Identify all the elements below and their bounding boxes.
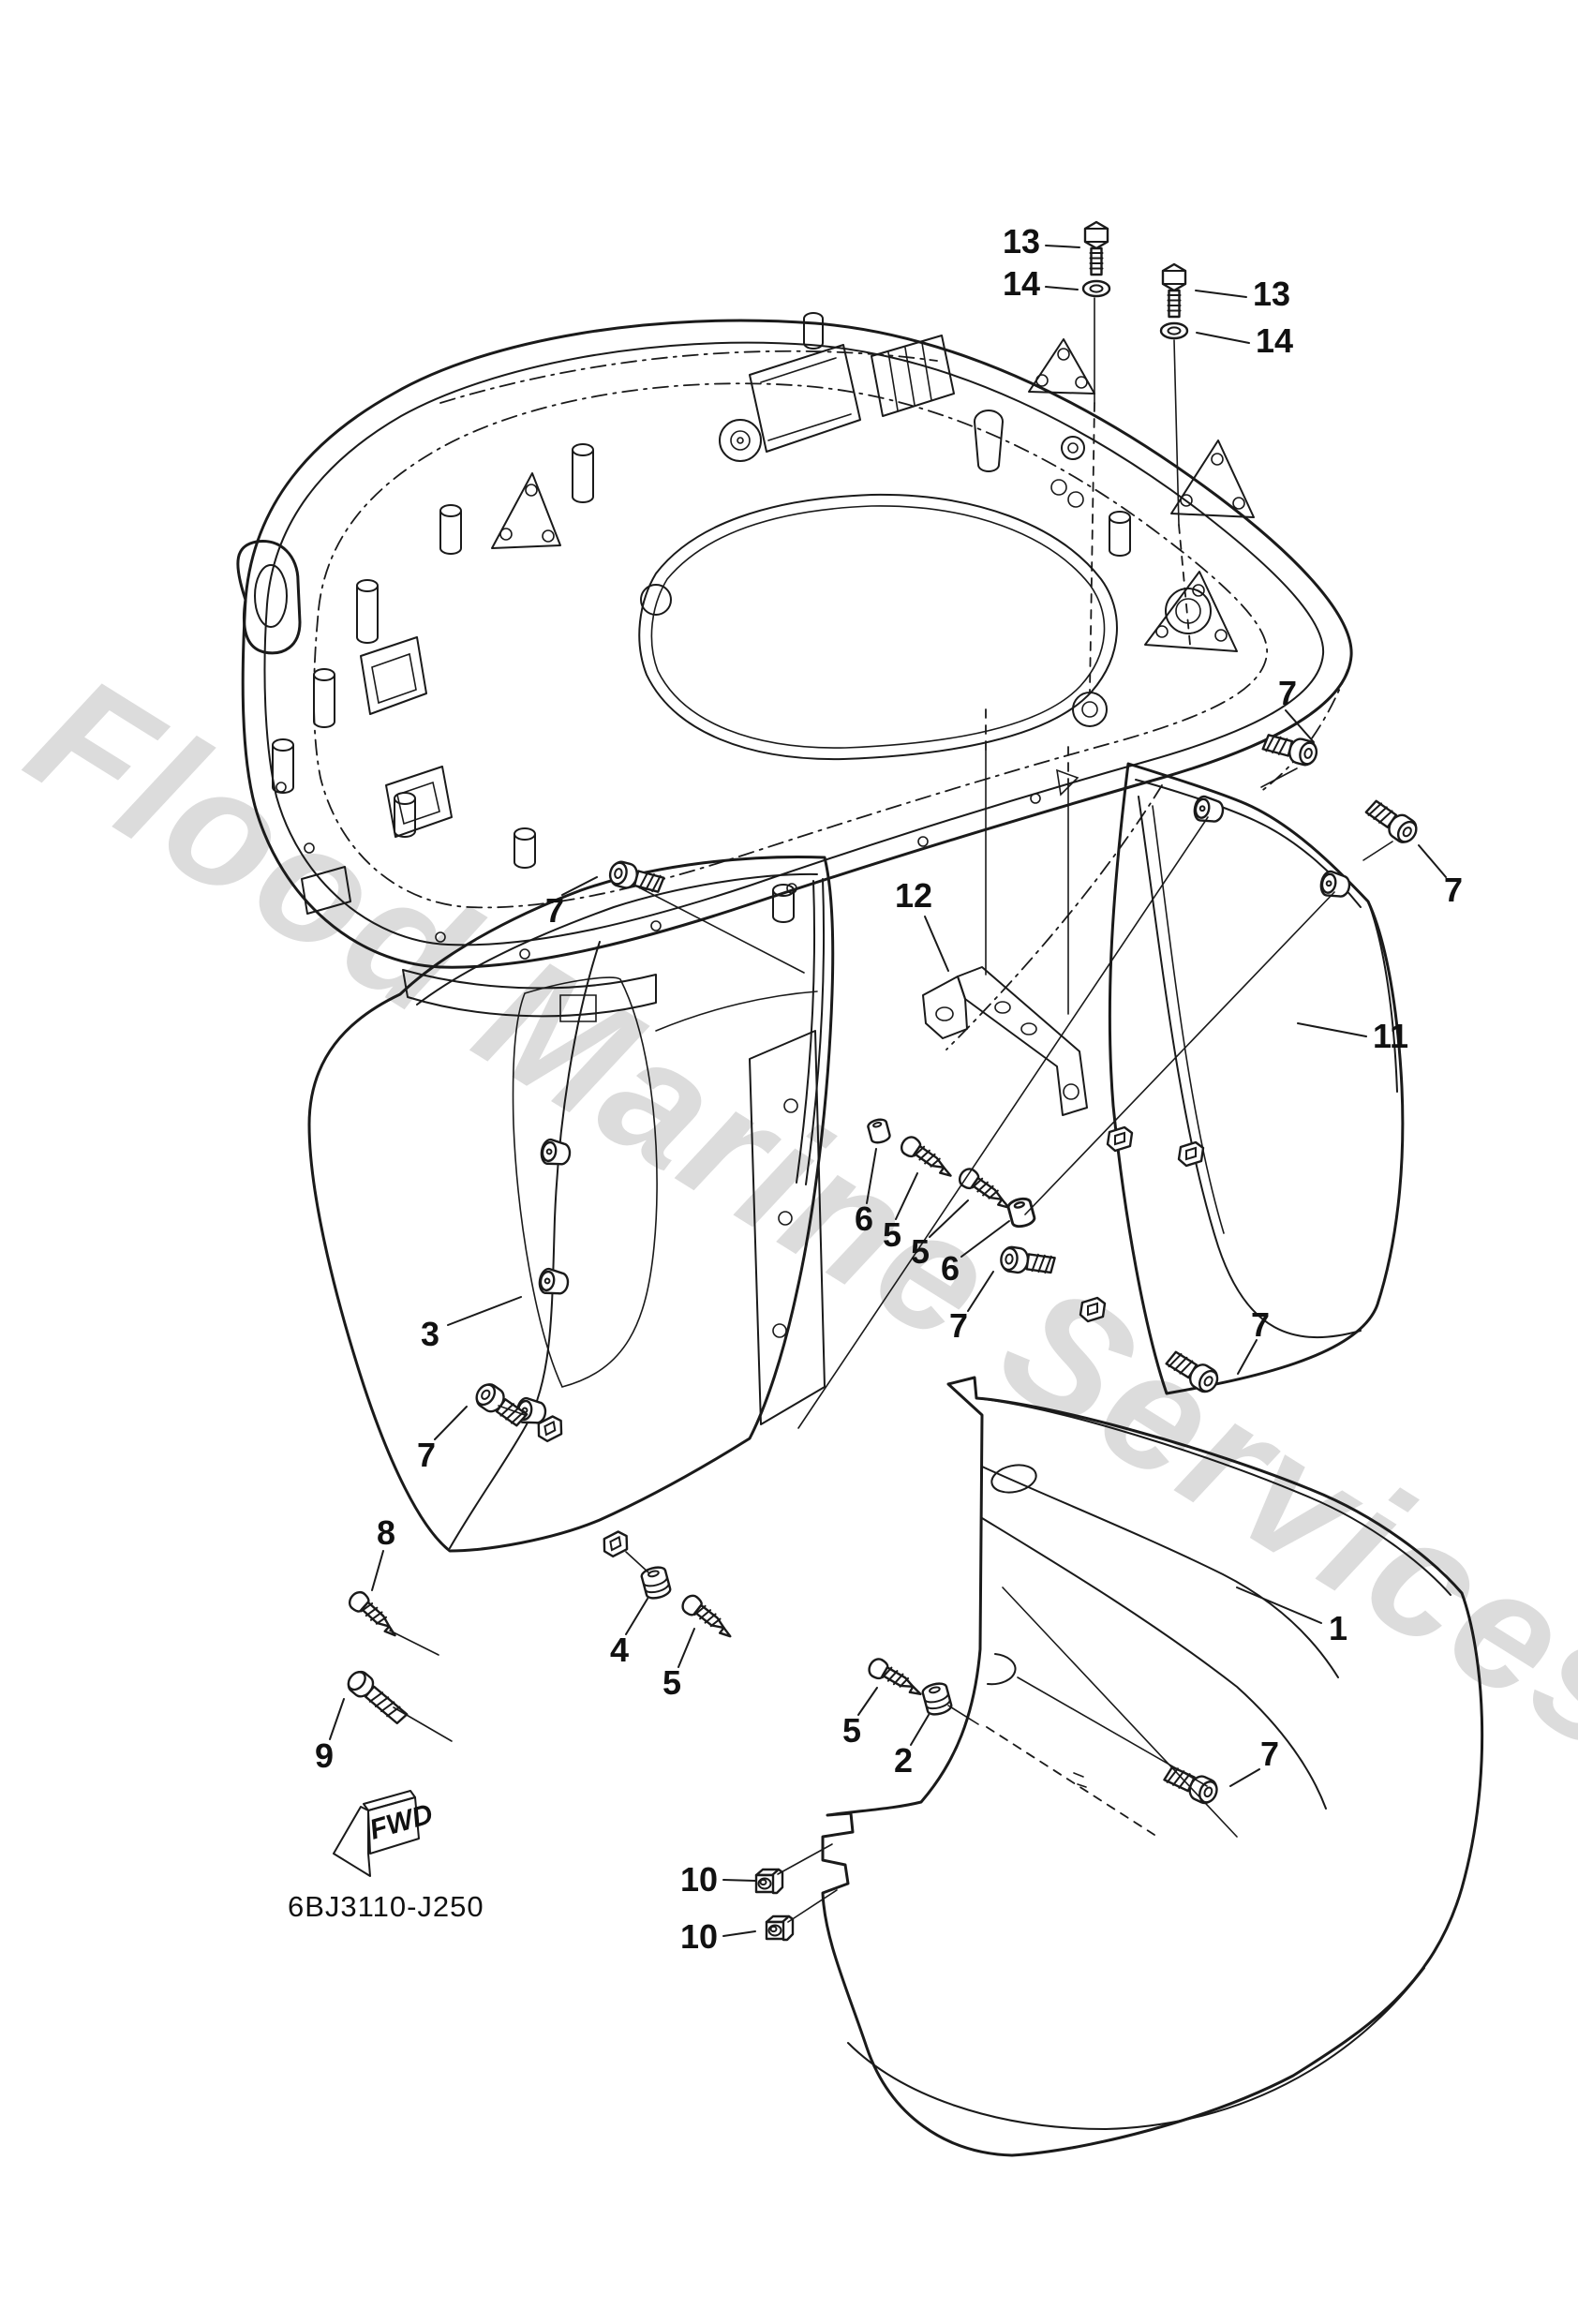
callout-label-7f: 7 bbox=[417, 1436, 436, 1474]
callout-label-7g: 7 bbox=[1260, 1735, 1279, 1773]
callout-leader-7a bbox=[561, 876, 598, 896]
callout-label-5a: 5 bbox=[883, 1215, 901, 1254]
square-nut-icon-10b bbox=[765, 1914, 795, 1942]
callout-label-5c: 5 bbox=[662, 1663, 681, 1702]
bracket-12 bbox=[922, 704, 1088, 1116]
callout-leader-9 bbox=[329, 1698, 345, 1740]
callout-label-8: 8 bbox=[377, 1513, 395, 1552]
fwd-direction-flag: FWD bbox=[333, 1790, 437, 1877]
drawing-code: 6BJ3110-J250 bbox=[288, 1890, 484, 1923]
callout-leader-7d bbox=[967, 1271, 994, 1312]
callout-label-1: 1 bbox=[1329, 1609, 1347, 1647]
bolt-icon-7a bbox=[606, 858, 666, 899]
callout-label-13b: 13 bbox=[1253, 275, 1290, 313]
fwd-label: FWD bbox=[366, 1798, 437, 1846]
bolt-icon-7c bbox=[1362, 795, 1422, 848]
screw-icon-8 bbox=[345, 1587, 404, 1644]
callout-label-7c: 7 bbox=[1444, 871, 1463, 909]
callout-label-2: 2 bbox=[894, 1741, 913, 1780]
callout-label-11: 11 bbox=[1373, 1017, 1408, 1055]
callout-label-7a: 7 bbox=[545, 891, 564, 930]
assembly-line-dashed bbox=[1178, 524, 1191, 646]
callout-label-13a: 13 bbox=[1003, 222, 1040, 261]
hex-bolt-13-right bbox=[1161, 262, 1187, 319]
callout-label-10b: 10 bbox=[680, 1917, 718, 1956]
gusset-plate bbox=[491, 338, 1255, 652]
callout-leader-7e bbox=[1237, 1339, 1258, 1375]
callout-label-10a: 10 bbox=[680, 1860, 718, 1899]
callout-label-5b: 5 bbox=[911, 1232, 930, 1271]
screw-icon-5c bbox=[677, 1591, 738, 1645]
rivet-holes bbox=[275, 782, 1041, 960]
side-cover-starboard bbox=[1079, 762, 1405, 1395]
rubber-mount-icon bbox=[1317, 869, 1353, 901]
washer-14-right bbox=[1159, 321, 1189, 340]
washer-14-left bbox=[1081, 279, 1111, 298]
callout-leader-10a bbox=[722, 1879, 756, 1882]
callout-leader-10b bbox=[722, 1930, 756, 1937]
clip-icon bbox=[1177, 1140, 1205, 1168]
callout-leader-7g bbox=[1229, 1768, 1260, 1787]
callout-leader-13a bbox=[1045, 245, 1080, 248]
bolt-icon-7g bbox=[1161, 1761, 1222, 1808]
callout-label-14b: 14 bbox=[1256, 321, 1293, 360]
rubber-mount-icon bbox=[1191, 794, 1227, 827]
callout-leader-13b bbox=[1195, 290, 1247, 298]
callout-leader-1 bbox=[1236, 1587, 1322, 1624]
callout-leader-8 bbox=[371, 1550, 384, 1591]
hex-bolt-13-left bbox=[1083, 220, 1109, 276]
callout-leader-6a bbox=[866, 1148, 877, 1204]
cutout-windows bbox=[301, 636, 453, 915]
clip-icon bbox=[1079, 1296, 1107, 1323]
bolt-icon-7b bbox=[1260, 728, 1320, 768]
callout-label-6a: 6 bbox=[855, 1199, 873, 1238]
ring-bosses bbox=[640, 419, 1212, 727]
keyhole-slot bbox=[974, 410, 1004, 472]
callout-leader-5d bbox=[857, 1687, 878, 1716]
callout-label-5d: 5 bbox=[842, 1711, 861, 1750]
side-cover-port bbox=[307, 855, 835, 1553]
callout-label-12: 12 bbox=[895, 876, 932, 915]
bottom-cowling-lower-shell bbox=[534, 1376, 1484, 2157]
callout-leader-5a bbox=[895, 1172, 918, 1220]
callout-label-9: 9 bbox=[315, 1736, 334, 1775]
callout-leader-4 bbox=[625, 1598, 648, 1635]
callout-leader-3 bbox=[447, 1296, 522, 1326]
callout-label-7d: 7 bbox=[949, 1306, 968, 1345]
bottom-cowling-top-view bbox=[236, 312, 1353, 1050]
clip-icon bbox=[600, 1528, 632, 1559]
rubber-mount-icon bbox=[536, 1266, 572, 1298]
coil-box bbox=[749, 312, 955, 453]
callout-leader-6b bbox=[960, 1220, 1010, 1258]
callout-label-3: 3 bbox=[421, 1315, 439, 1353]
assembly-line bbox=[1173, 339, 1180, 526]
callout-label-7b: 7 bbox=[1278, 674, 1297, 712]
callout-leader-7b bbox=[1285, 709, 1315, 743]
bolt-icon-9 bbox=[343, 1666, 411, 1730]
callout-label-6b: 6 bbox=[941, 1249, 960, 1288]
callout-leader-5c bbox=[677, 1628, 695, 1668]
callout-label-7e: 7 bbox=[1251, 1305, 1270, 1344]
assembly-lines bbox=[389, 767, 1393, 1923]
assembly-line-dashed bbox=[1089, 402, 1095, 693]
callout-leader-11 bbox=[1297, 1022, 1367, 1037]
callout-label-14a: 14 bbox=[1003, 264, 1040, 303]
callout-leader-7f bbox=[434, 1406, 468, 1440]
callout-leader-14b bbox=[1196, 332, 1250, 344]
grommet-icon-2 bbox=[920, 1679, 954, 1719]
clip-icon bbox=[1106, 1125, 1134, 1153]
screw-icon-5d bbox=[865, 1655, 928, 1703]
callout-leader-5b bbox=[929, 1199, 969, 1238]
callout-leader-12 bbox=[924, 916, 949, 972]
callout-leader-2 bbox=[910, 1714, 930, 1746]
grommet-icon-4 bbox=[639, 1563, 673, 1602]
callout-label-4: 4 bbox=[610, 1631, 629, 1669]
skirt bbox=[402, 969, 657, 1018]
callout-leader-14a bbox=[1045, 286, 1079, 290]
callout-leader-7c bbox=[1418, 844, 1447, 878]
